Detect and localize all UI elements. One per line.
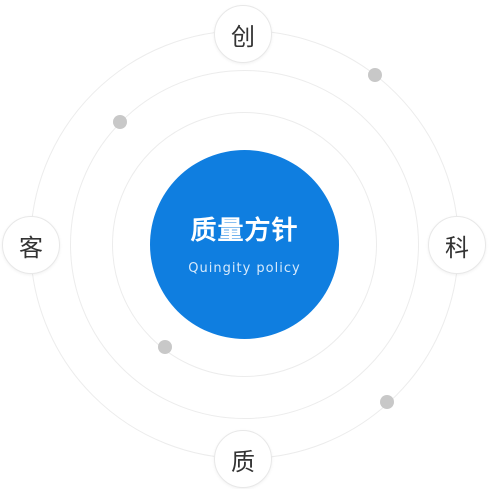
orbit-dot: [113, 115, 127, 129]
node-left: 客: [2, 216, 60, 274]
node-right: 科: [428, 216, 486, 274]
node-bottom: 质: [214, 430, 272, 488]
node-label: 创: [231, 22, 255, 51]
node-top: 创: [214, 5, 272, 63]
node-label: 科: [445, 233, 469, 262]
center-title: 质量方针: [190, 215, 299, 246]
orbit-dot: [368, 68, 382, 82]
center-circle: 质量方针 Quingity policy: [150, 150, 339, 339]
orbit-dot: [380, 395, 394, 409]
inner-ring: [112, 112, 377, 377]
node-label: 客: [19, 233, 43, 262]
middle-ring: [70, 70, 419, 419]
orbit-dot: [158, 340, 172, 354]
center-subtitle: Quingity policy: [188, 260, 301, 276]
node-label: 质: [231, 447, 255, 476]
